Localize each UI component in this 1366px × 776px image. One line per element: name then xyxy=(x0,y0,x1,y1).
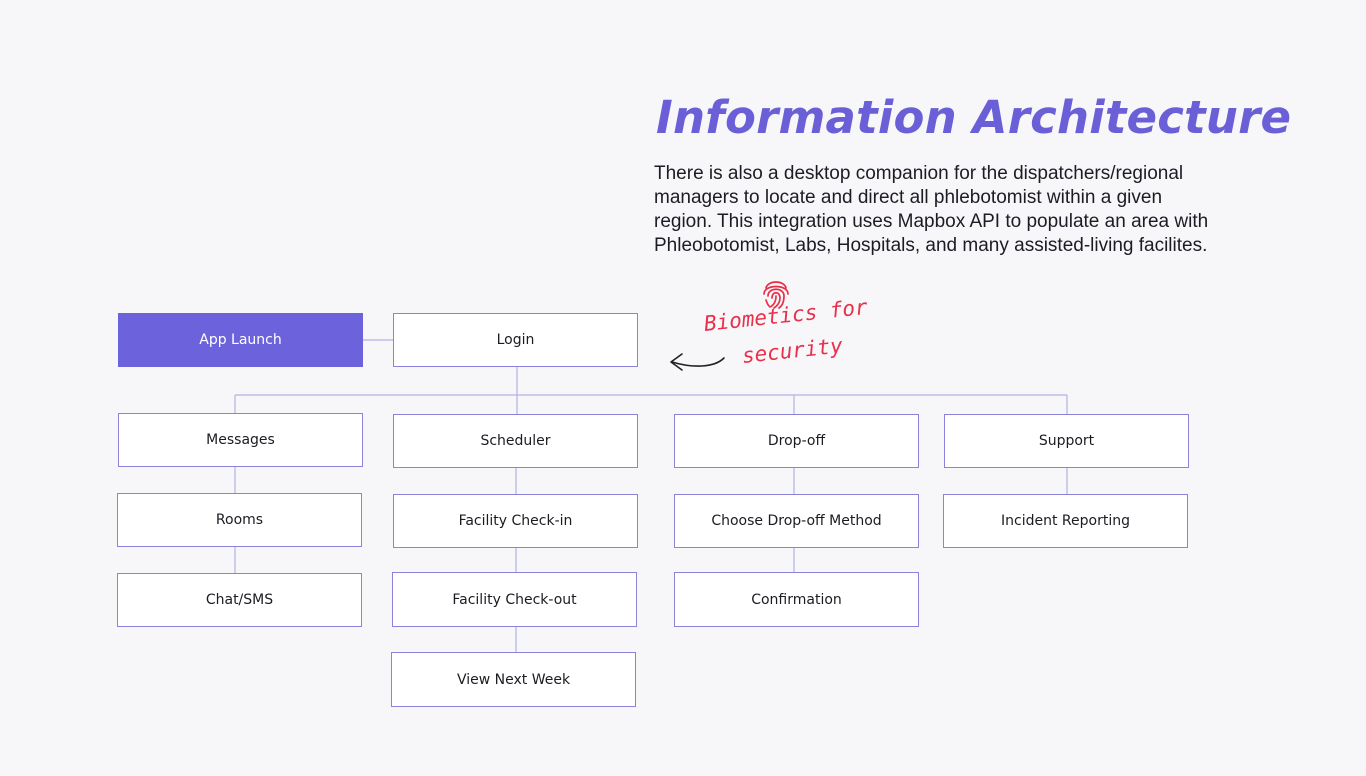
description-line: managers to locate and direct all phlebo… xyxy=(654,187,1163,208)
node-facility-check-in: Facility Check-in xyxy=(393,494,638,548)
node-label: Facility Check-in xyxy=(458,513,573,529)
node-app-launch: App Launch xyxy=(118,313,363,367)
node-label: Drop-off xyxy=(767,433,826,449)
description-line: Phleobotomist, Labs, Hospitals, and many… xyxy=(654,235,1208,256)
fingerprint-icon xyxy=(763,281,789,309)
node-facility-check-out: Facility Check-out xyxy=(392,572,637,627)
page-title: Information Architecture xyxy=(656,91,1292,144)
node-confirmation: Confirmation xyxy=(674,572,919,627)
node-choose-drop-off-method: Choose Drop-off Method xyxy=(674,494,919,548)
node-drop-off: Drop-off xyxy=(674,414,919,468)
node-label: Incident Reporting xyxy=(1001,513,1130,529)
node-label: Chat/SMS xyxy=(205,592,274,608)
node-label: Login xyxy=(496,332,535,348)
node-label: Support xyxy=(1038,433,1095,449)
arrow-left-icon xyxy=(670,353,725,371)
node-label: View Next Week xyxy=(456,671,571,688)
node-label: Facility Check-out xyxy=(452,591,577,608)
biometrics-annotation: Biometics for security xyxy=(660,274,880,384)
node-rooms: Rooms xyxy=(117,493,362,547)
node-view-next-week: View Next Week xyxy=(391,652,636,707)
description-line: There is also a desktop companion for th… xyxy=(654,163,1184,184)
node-messages: Messages xyxy=(118,413,363,467)
node-support: Support xyxy=(944,414,1189,468)
node-scheduler: Scheduler xyxy=(393,414,638,468)
node-label: Confirmation xyxy=(751,591,842,608)
node-label: Choose Drop-off Method xyxy=(711,513,882,529)
node-incident-reporting: Incident Reporting xyxy=(943,494,1188,548)
node-login: Login xyxy=(393,313,638,367)
node-label: Rooms xyxy=(215,512,264,528)
node-label: App Launch xyxy=(199,332,282,348)
node-chat-sms: Chat/SMS xyxy=(117,573,362,627)
description-line: region. This integration uses Mapbox API… xyxy=(654,211,1209,232)
node-label: Messages xyxy=(206,432,275,448)
description: There is also a desktop companion for th… xyxy=(654,162,1294,258)
annotation-text: security xyxy=(740,333,844,368)
node-label: Scheduler xyxy=(480,433,551,449)
